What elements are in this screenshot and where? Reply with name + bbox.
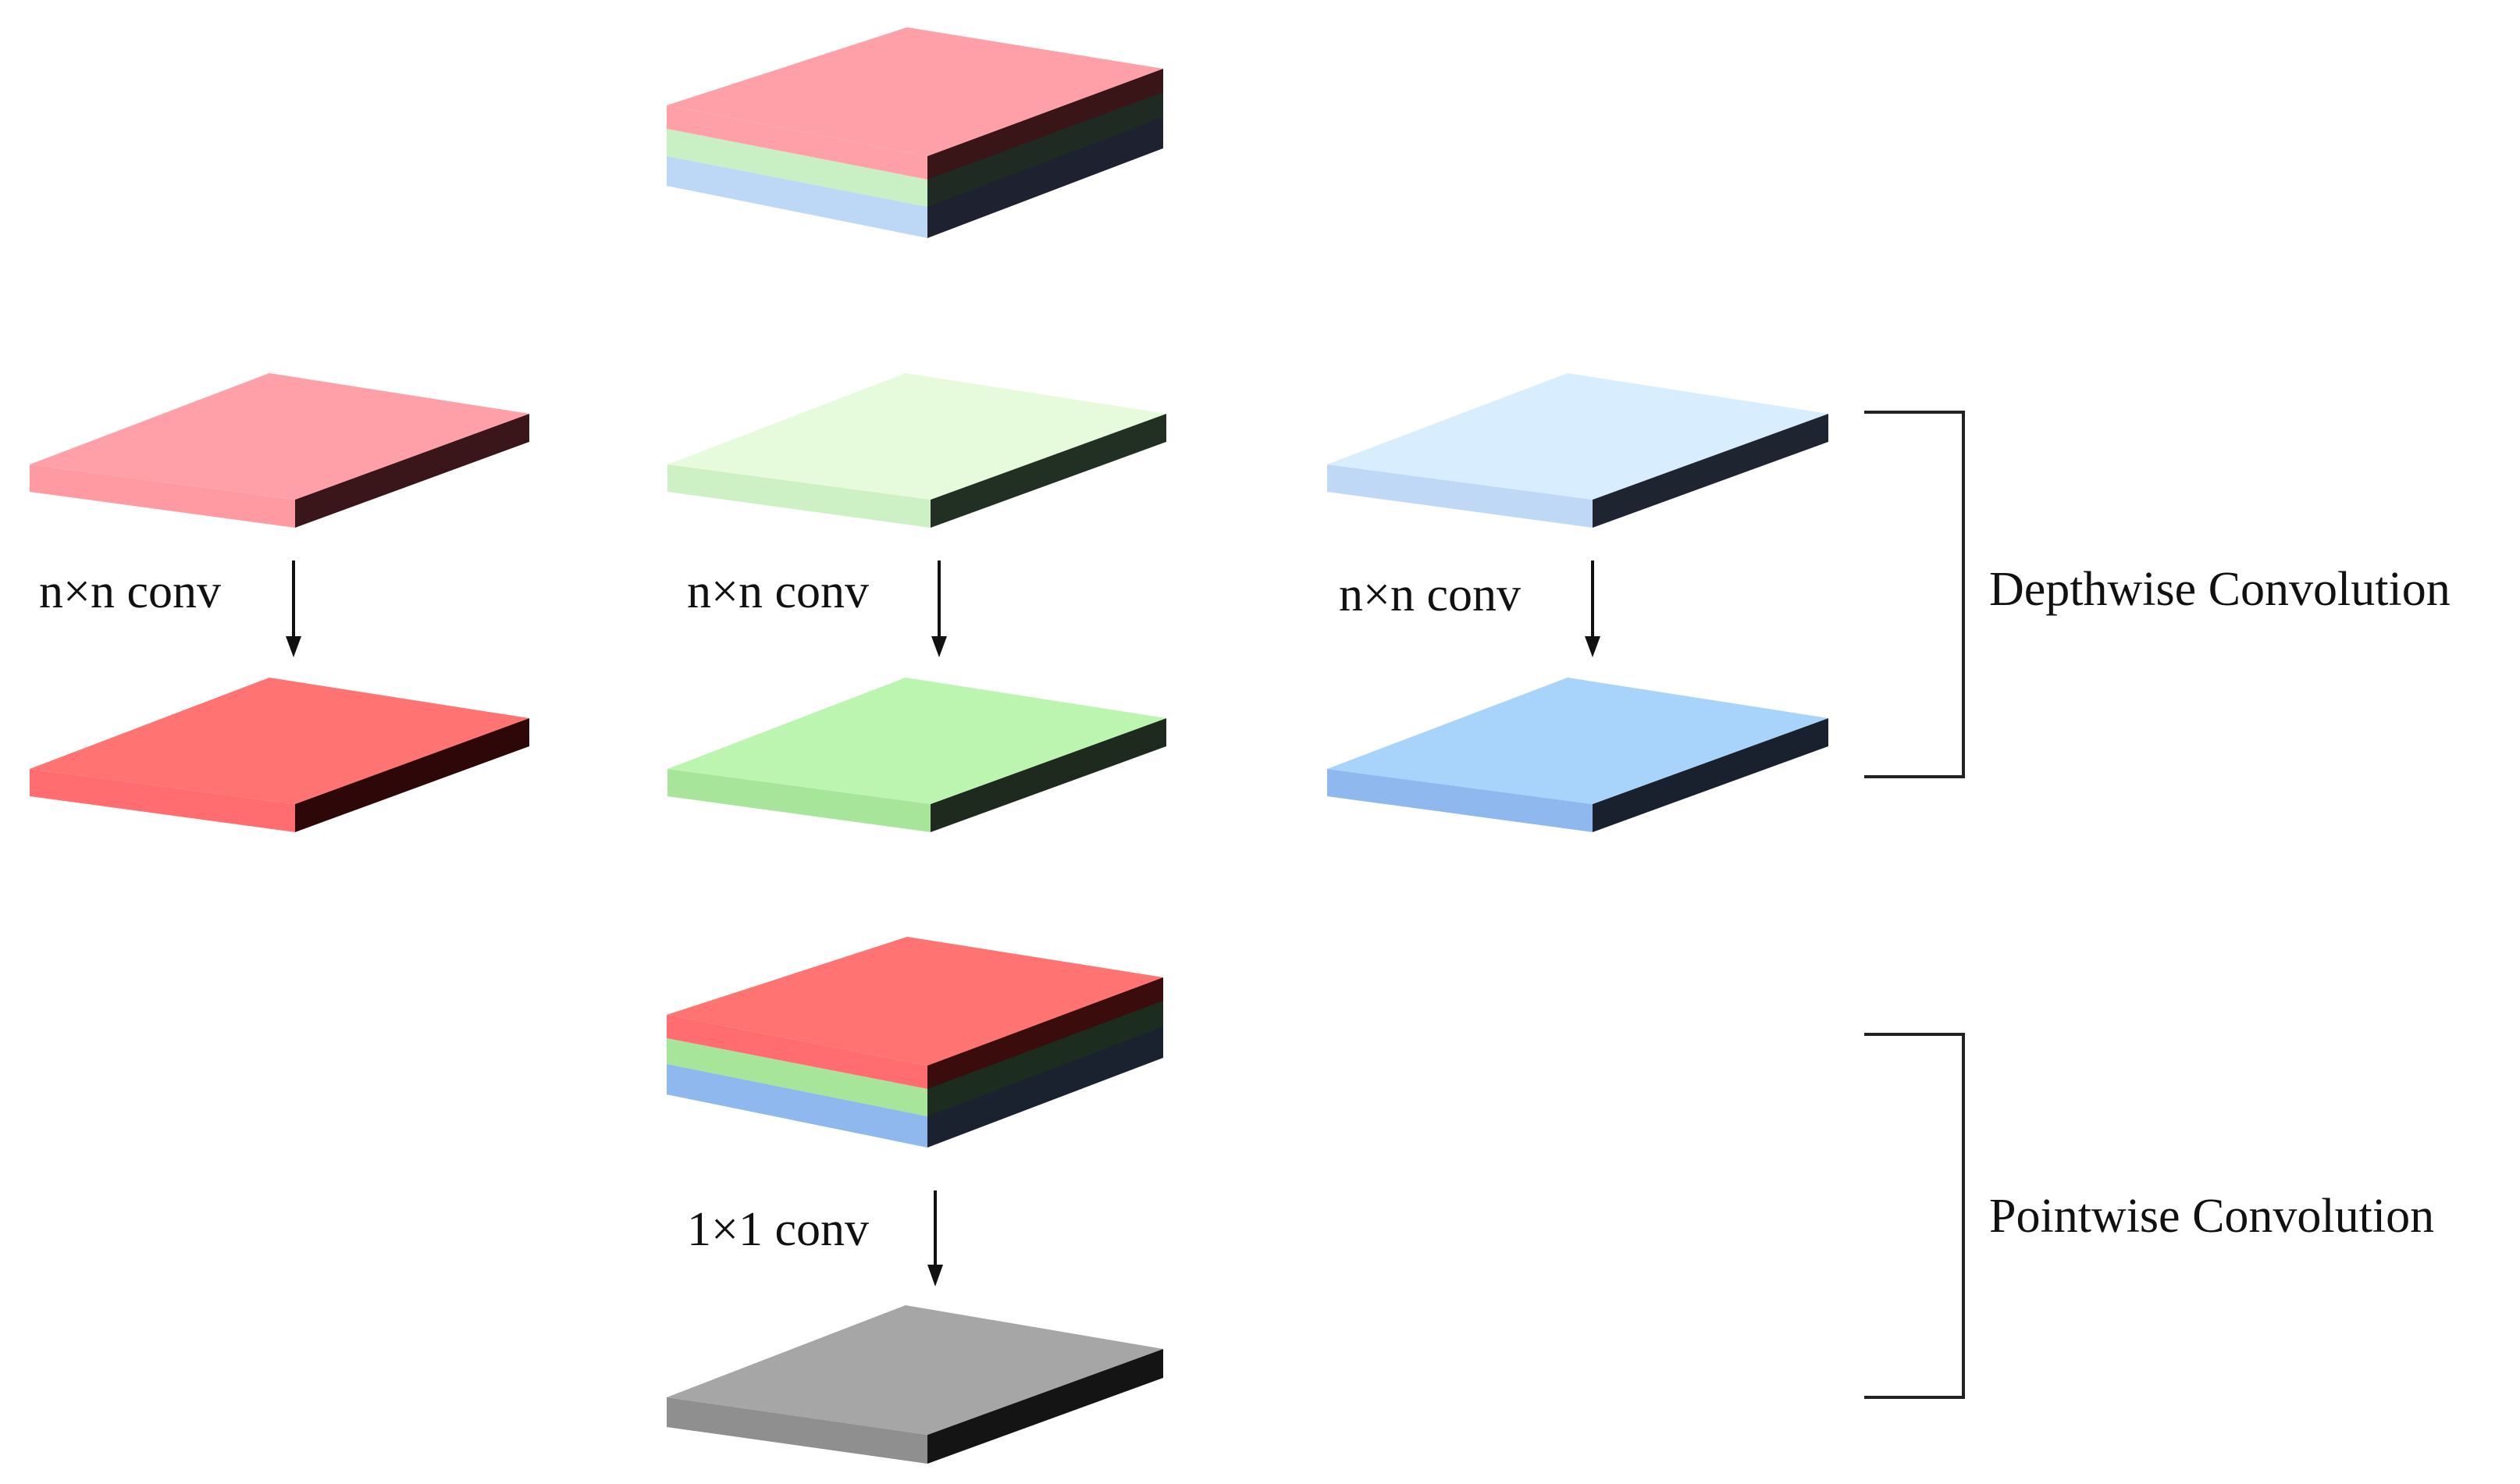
blue-output-slab xyxy=(1327,678,1828,832)
red-conv-step: n×n conv xyxy=(39,561,301,657)
depthwise-convolution-label: Depthwise Convolution xyxy=(1989,563,2451,616)
pointwise-bracket xyxy=(1864,1033,1965,1399)
red-conv-label: n×n conv xyxy=(39,565,221,618)
gray-output-slab xyxy=(667,1305,1163,1464)
red-input-slab xyxy=(30,373,529,528)
green-input-slab xyxy=(667,373,1166,528)
blue-input-slab xyxy=(1327,373,1828,528)
pointwise-conv-step: 1×1 conv xyxy=(687,1190,943,1286)
blue-conv-label: n×n conv xyxy=(1339,568,1521,621)
green-conv-step: n×n conv xyxy=(687,561,947,657)
green-output-slab xyxy=(667,678,1166,832)
red-output-slab xyxy=(30,678,529,832)
pointwise-conv-label: 1×1 conv xyxy=(687,1203,869,1256)
green-conv-label: n×n conv xyxy=(687,565,869,618)
stacked-filtered-block xyxy=(667,937,1163,1148)
input-stacked-block xyxy=(667,27,1163,238)
depthwise-bracket xyxy=(1864,411,1965,778)
pointwise-convolution-label: Pointwise Convolution xyxy=(1989,1190,2434,1243)
blue-conv-step: n×n conv xyxy=(1339,561,1600,657)
